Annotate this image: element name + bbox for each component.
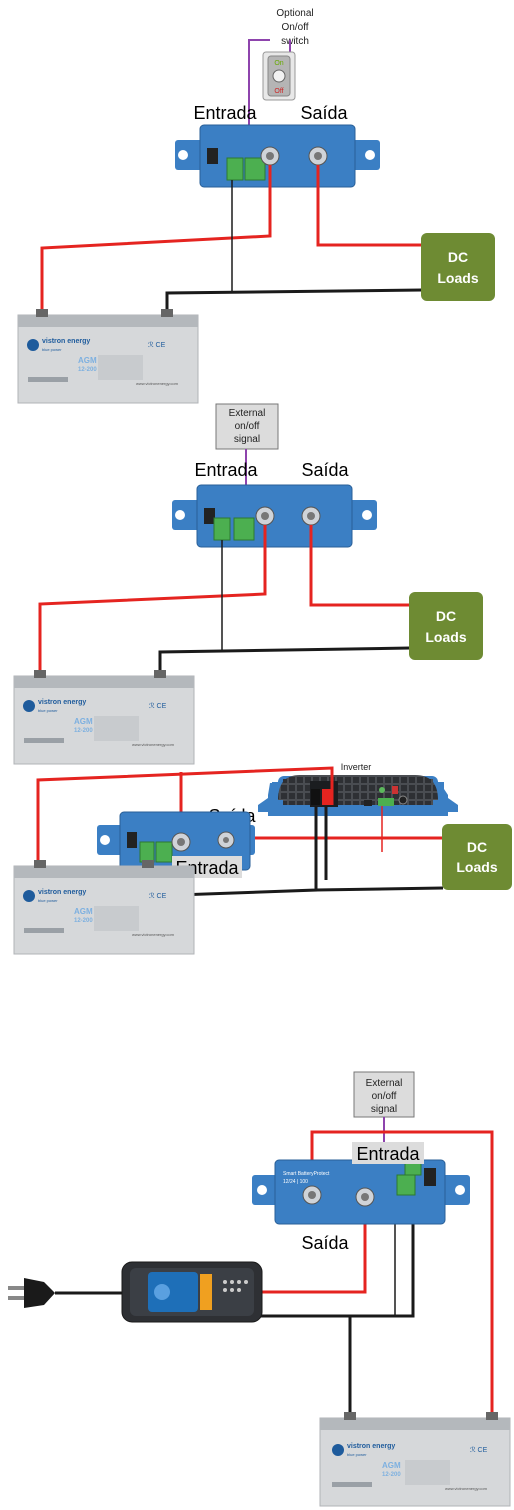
battery-tagline: blue power (38, 708, 58, 713)
input-label-bg (352, 1142, 424, 1164)
signal-line1: External (366, 1078, 403, 1089)
battery-model: AGM (74, 907, 93, 916)
battery-website: www.victronenergy.com (132, 932, 175, 937)
dc-loads-box: DC Loads (421, 233, 495, 301)
device-title: Smart BatteryProtect (283, 1171, 330, 1177)
positive-wire-in (40, 165, 272, 320)
signal-line2: on/off (235, 421, 260, 432)
signal-line3: signal (371, 1104, 397, 1115)
battery-website: www.victronenergy.com (445, 1486, 488, 1491)
switch-off-text: Off (274, 88, 283, 95)
positive-wire-out (316, 165, 422, 247)
battery: vistron energy blue power AGM 12-200 ℛ C… (13, 670, 195, 765)
battery-tagline: blue power (347, 1452, 367, 1457)
battery-model: AGM (382, 1461, 401, 1470)
inverter-positive-wire (36, 766, 334, 870)
battery-cert: ℛ CE (149, 702, 167, 710)
diagram-1: Optional On/off switch On Off Entrada Sa… (17, 8, 495, 404)
charger-plug (8, 1278, 125, 1308)
switch-caption-line2: On/off (281, 22, 308, 33)
diagram-4: External on/off signal Smart BatteryProt… (8, 1071, 511, 1507)
signal-line3: signal (234, 434, 260, 445)
output-label: Saída (301, 1233, 349, 1253)
battery-website: www.victronenergy.com (132, 742, 175, 747)
battery-brand: vistron energy (38, 889, 86, 896)
on-off-switch[interactable]: On Off (262, 51, 296, 101)
dc-loads-line1: DC (436, 608, 456, 624)
battery-model: AGM (74, 717, 93, 726)
switch-caption-line1: Optional (276, 8, 313, 19)
dc-loads-line2: Loads (456, 859, 497, 875)
signal-line2: on/off (372, 1091, 397, 1102)
positive-wire-out (309, 525, 410, 607)
battery-protect-device: Smart BatteryProtect 12/24 | 100 (252, 1159, 470, 1225)
dc-loads-line2: Loads (437, 270, 478, 286)
negative-wire (158, 646, 411, 680)
battery-tagline: blue power (38, 898, 58, 903)
input-label: Entrada (194, 460, 258, 480)
positive-wire-in (38, 525, 267, 680)
input-label: Entrada (356, 1144, 420, 1164)
battery-protect-device (172, 484, 377, 548)
diagram-2: External on/off signal Entrada Saída (13, 403, 483, 765)
battery: vistron energy blue power AGM 12-200 ℛ C… (13, 860, 195, 955)
output-label: Saída (301, 460, 349, 480)
battery-protect-device (175, 124, 380, 188)
battery-model-sub: 12-200 (74, 918, 93, 924)
battery: vistron energy blue power AGM 12-200 ℛ C… (319, 1412, 511, 1507)
battery-brand: vistron energy (347, 1443, 395, 1450)
device-spec: 12/24 | 100 (283, 1179, 308, 1185)
inverter-label: Inverter (341, 762, 372, 772)
battery-brand: vistron energy (42, 338, 90, 345)
battery-model-sub: 12-200 (78, 367, 97, 373)
switch-on-text: On (274, 60, 283, 67)
input-label: Entrada (193, 103, 257, 123)
battery-cert: ℛ CE (149, 892, 167, 900)
battery-cert: ℛ CE (470, 1446, 488, 1454)
negative-wire (260, 1193, 415, 1420)
battery-protect-device (97, 811, 255, 871)
battery-model: AGM (78, 356, 97, 365)
external-signal-box: External on/off signal (353, 1071, 415, 1118)
diagram-3: Inverter Saída (13, 762, 512, 955)
battery-tagline: blue power (42, 347, 62, 352)
battery-website: www.victronenergy.com (136, 381, 179, 386)
negative-wire (165, 288, 423, 320)
inverter (258, 775, 458, 816)
dc-loads-box: DC Loads (442, 824, 512, 890)
battery-model-sub: 12-200 (74, 728, 93, 734)
battery: vistron energy blue power AGM 12-200 ℛ C… (17, 309, 199, 404)
dc-loads-box: DC Loads (409, 592, 483, 660)
positive-wire-charger (258, 1210, 367, 1294)
dc-loads-line2: Loads (425, 629, 466, 645)
signal-line1: External (229, 408, 266, 419)
battery-model-sub: 12-200 (382, 1472, 401, 1478)
dc-loads-line1: DC (467, 839, 487, 855)
external-signal-box: External on/off signal (215, 403, 279, 450)
output-label: Saída (300, 103, 348, 123)
battery-cert: ℛ CE (148, 341, 166, 349)
dc-loads-line1: DC (448, 249, 468, 265)
battery-charger (121, 1261, 263, 1323)
battery-brand: vistron energy (38, 699, 86, 706)
switch-caption-line3: switch (281, 36, 309, 47)
